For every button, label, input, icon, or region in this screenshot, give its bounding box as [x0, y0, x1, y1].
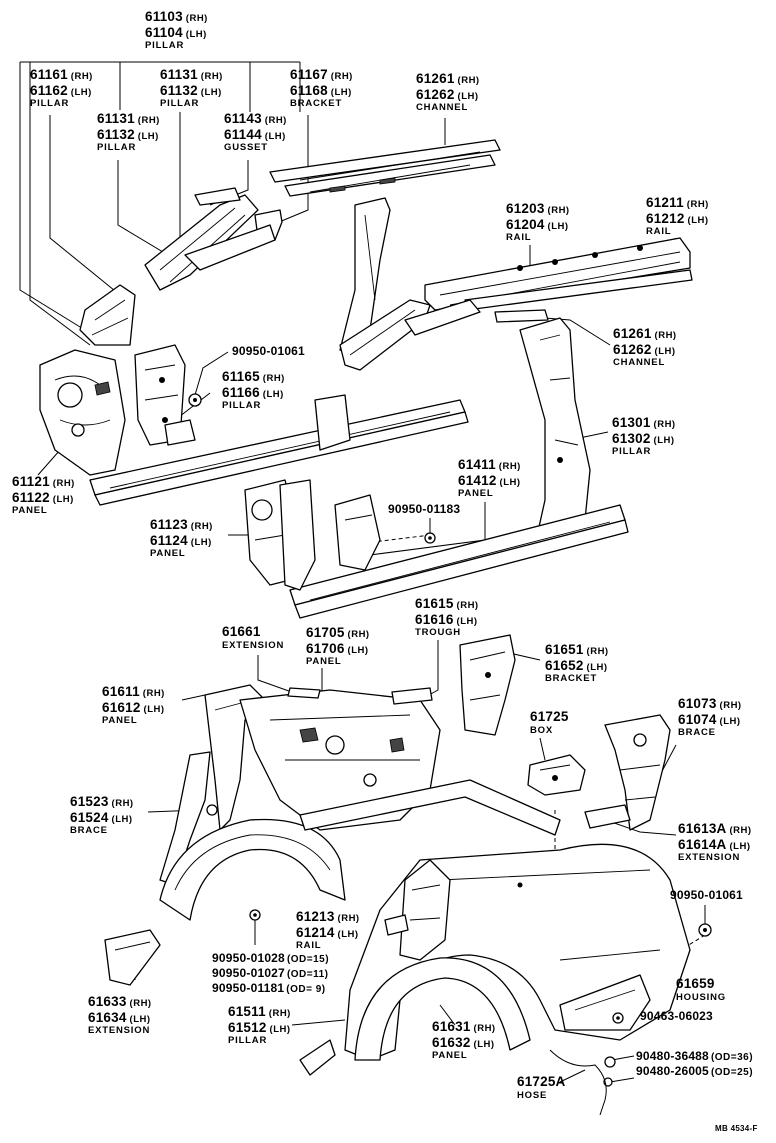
box-61725	[527, 754, 586, 796]
label-61411: 61411(RH) 61412(LH) PANEL	[458, 457, 521, 499]
nut-90950-01183	[424, 532, 436, 544]
label-61121: 61121(RH) 61122(LH) PANEL	[12, 474, 75, 516]
rocker-sill-rear	[299, 779, 561, 836]
bracket-61167	[184, 209, 283, 271]
panel-61611	[204, 684, 266, 831]
housing-61659	[559, 974, 651, 1031]
label-61167: 61167(RH) 61168(LH) BRACKET	[290, 67, 353, 109]
grommet-90480	[603, 1056, 616, 1087]
pillar-61301	[519, 317, 591, 546]
panel-61631	[354, 957, 531, 1061]
label-61161: 61161(RH) 61162(LH) PILLAR	[30, 67, 93, 109]
roof-channel-61261-upper	[269, 139, 501, 197]
nut-90463-06023	[612, 1012, 624, 1024]
label-61103: 61103(RH) 61104(LH) PILLAR	[145, 9, 208, 51]
wheelhouse-inner	[159, 818, 346, 921]
pillar-61165	[134, 344, 196, 446]
label-61611: 61611(RH) 61612(LH) PANEL	[102, 684, 165, 726]
roof-rail-61203	[424, 237, 691, 311]
rail-61213	[384, 914, 409, 936]
label-61261-lower: 61261(RH) 61262(LH) CHANNEL	[613, 326, 677, 368]
label-61211: 61211(RH) 61212(LH) RAIL	[646, 195, 709, 237]
label-61661: 61661 EXTENSION	[222, 624, 285, 651]
label-61725A: 61725A HOSE	[517, 1074, 566, 1101]
label-61131-upper: 61131(RH) 61132(LH) PILLAR	[160, 67, 223, 109]
panel-61121	[39, 349, 126, 476]
label-61705: 61705(RH) 61706(LH) PANEL	[306, 625, 370, 667]
label-90463-06023: 90463-06023	[640, 1009, 713, 1023]
extension-61661	[287, 687, 321, 699]
pillar-61161	[79, 284, 136, 346]
label-61633: 61633(RH) 61634(LH) EXTENSION	[88, 994, 152, 1036]
pillar-center-lower	[334, 494, 381, 571]
label-61725: 61725 BOX	[530, 709, 569, 736]
label-61613A: 61613A(RH) 61614A(LH) EXTENSION	[678, 821, 752, 863]
label-61143: 61143(RH) 61144(LH) GUSSET	[224, 111, 287, 153]
nut-90950-01028	[249, 909, 261, 921]
nut-90950-01061	[188, 393, 202, 407]
pillar-61131	[144, 187, 259, 291]
panel-61411	[289, 504, 629, 619]
bracket-61651	[459, 634, 516, 736]
label-61165: 61165(RH) 61166(LH) PILLAR	[222, 369, 285, 411]
label-line: 61104(LH)	[145, 24, 207, 40]
nut-90950-01061-right	[698, 923, 712, 937]
label-61073: 61073(RH) 61074(LH) BRACE	[678, 696, 742, 738]
label-61631: 61631(RH) 61632(LH) PANEL	[432, 1019, 496, 1061]
label-line: 61103(RH)	[145, 9, 208, 24]
pillar-center-brace	[314, 299, 481, 451]
label-61659: 61659 HOUSING	[676, 976, 726, 1003]
label-61203: 61203(RH) 61204(LH) RAIL	[506, 201, 570, 243]
extension-61633	[104, 929, 161, 986]
label-61301: 61301(RH) 61302(LH) PILLAR	[612, 415, 676, 457]
pillar-61511	[399, 859, 451, 961]
label-90950-01061: 90950-01061	[232, 344, 305, 358]
hose-61725A	[549, 1049, 607, 1116]
label-61123: 61123(RH) 61124(LH) PANEL	[150, 517, 213, 559]
brace-61073	[604, 714, 671, 831]
label-61261-upper: 61261(RH) 61262(LH) CHANNEL	[416, 71, 480, 113]
channel-61261-lower	[494, 309, 549, 323]
label-61615: 61615(RH) 61616(LH) TROUGH	[415, 596, 479, 638]
extension-61511-lower	[299, 1039, 336, 1076]
label-90950-01183: 90950-01183	[388, 502, 461, 516]
label-61511: 61511(RH) 61512(LH) PILLAR	[228, 1004, 291, 1046]
label-90950-01028: 90950-01028(OD=15) 90950-01027(OD=11) 90…	[212, 951, 330, 995]
label-61213: 61213(RH) 61214(LH) RAIL	[296, 909, 360, 951]
trough-61615	[391, 687, 433, 705]
extension-61613A	[584, 804, 631, 829]
label-61523: 61523(RH) 61524(LH) BRACE	[70, 794, 134, 836]
label-61131-lower: 61131(RH) 61132(LH) PILLAR	[97, 111, 160, 153]
drawing-code: MB 4534-F	[715, 1124, 758, 1133]
label-61651: 61651(RH) 61652(LH) BRACKET	[545, 642, 609, 684]
panel-61123	[244, 479, 316, 591]
label-90480-36488: 90480-36488(OD=36) 90480-26005(OD=25)	[636, 1049, 754, 1078]
label-90950-01061-right: 90950-01061	[670, 888, 743, 902]
